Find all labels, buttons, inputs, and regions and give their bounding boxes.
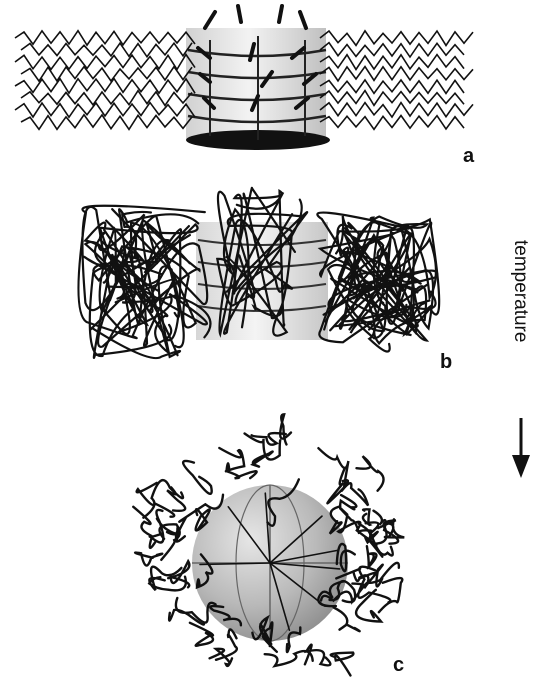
panel-b-core xyxy=(196,222,328,340)
coiled-chain xyxy=(367,546,377,568)
zigzag-chain xyxy=(15,79,195,94)
panel-label-b: b xyxy=(440,351,452,373)
zigzag-chain xyxy=(15,31,195,45)
zigzag-chain xyxy=(320,67,473,81)
temperature-label: temperature xyxy=(510,240,531,342)
coiled-chain xyxy=(340,495,356,509)
zigzag-chain xyxy=(15,103,195,118)
zigzag-chain xyxy=(21,115,192,130)
temperature-axis: temperature xyxy=(510,240,531,478)
zigzag-chain xyxy=(320,80,464,94)
zigzag-chain xyxy=(21,43,192,57)
coiled-chain xyxy=(219,448,244,471)
coiled-chain xyxy=(183,461,212,494)
panel-c: c xyxy=(133,414,404,676)
coiled-chain xyxy=(331,653,354,676)
coiled-chain xyxy=(280,414,291,444)
dipole-arrow-icon xyxy=(300,12,306,28)
panel-a-core xyxy=(186,28,330,150)
coiled-chain xyxy=(305,645,331,666)
coiled-chain xyxy=(357,456,384,491)
dipole-arrow-icon xyxy=(238,6,241,22)
dipole-arrow-icon xyxy=(279,6,282,22)
zigzag-chain xyxy=(21,91,192,106)
panel-a-chains-left xyxy=(15,31,195,130)
zigzag-chain xyxy=(21,67,192,81)
zigzag-chain xyxy=(320,103,473,117)
zigzag-chain xyxy=(15,55,195,70)
panel-label-a: a xyxy=(463,145,475,167)
panel-a-chains-right xyxy=(320,31,473,130)
zigzag-chain xyxy=(320,43,464,57)
arrow-head-icon xyxy=(512,455,530,478)
coiled-chain xyxy=(190,623,213,646)
panel-a: a xyxy=(15,6,475,167)
coiled-chain xyxy=(150,510,164,548)
panel-label-c: c xyxy=(393,654,404,676)
panel-b: b xyxy=(78,188,452,373)
coiled-chain xyxy=(135,553,162,566)
zigzag-chain xyxy=(320,31,473,46)
dipole-arrow-icon xyxy=(205,12,215,28)
